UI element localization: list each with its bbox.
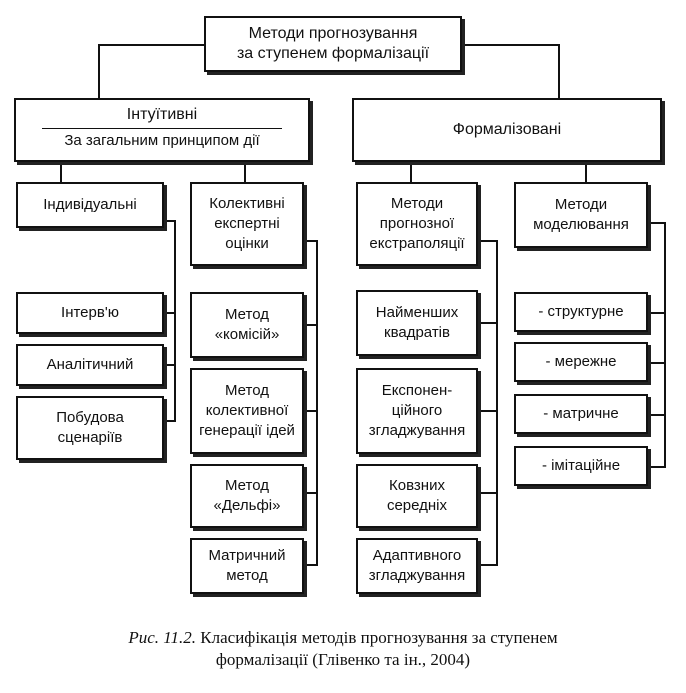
connector: [174, 220, 176, 420]
connector: [316, 240, 318, 564]
method-moving-averages: Ковзних середніх: [356, 464, 478, 528]
method-interview: Інтерв'ю: [16, 292, 164, 334]
connector: [304, 410, 318, 412]
connector: [496, 240, 498, 564]
individual-node: Індивідуальні: [16, 182, 164, 228]
connector: [164, 364, 176, 366]
method-least-squares: Найменших квадратів: [356, 290, 478, 356]
method-scenarios: Побудова сценаріїв: [16, 396, 164, 460]
model-structural: - структурне: [514, 292, 648, 332]
connector: [664, 222, 666, 468]
connector: [164, 220, 176, 222]
model-matrix: - матричне: [514, 394, 648, 434]
intuitive-title: Інтуїтивні: [126, 106, 198, 123]
method-adaptive-smoothing: Адаптивного згладжування: [356, 538, 478, 594]
intuitive-node: Інтуїтивні За загальним принципом дії: [14, 98, 310, 162]
method-delphi: Метод «Дельфі»: [190, 464, 304, 528]
connector: [304, 492, 318, 494]
connector: [558, 44, 560, 100]
method-exponential-smoothing: Експонен- ційного згладжування: [356, 368, 478, 454]
method-analytical: Аналітичний: [16, 344, 164, 386]
connector: [478, 410, 498, 412]
modeling-node: Методи моделювання: [514, 182, 648, 248]
connector: [164, 312, 176, 314]
connector: [304, 564, 318, 566]
connector: [98, 44, 100, 100]
divider: [42, 128, 282, 129]
root-node: Методи прогнозування за ступенем формалі…: [204, 16, 462, 72]
method-matrix: Матричний метод: [190, 538, 304, 594]
model-simulation: - імітаційне: [514, 446, 648, 486]
connector: [244, 162, 246, 182]
model-network: - мережне: [514, 342, 648, 382]
connector: [648, 362, 666, 364]
connector: [648, 414, 666, 416]
connector: [478, 564, 498, 566]
intuitive-subtitle: За загальним принципом дії: [64, 132, 260, 149]
connector: [478, 492, 498, 494]
connector: [164, 420, 176, 422]
connector: [585, 162, 587, 182]
figure-caption: Рис. 11.2. Класифікація методів прогнозу…: [0, 627, 686, 671]
figure-label: Рис. 11.2.: [128, 628, 197, 647]
connector: [478, 322, 498, 324]
connector: [60, 162, 62, 182]
connector: [304, 240, 318, 242]
collective-node: Колективні експертні оцінки: [190, 182, 304, 266]
connector: [478, 240, 498, 242]
method-commissions: Метод «комісій»: [190, 292, 304, 358]
extrapolation-node: Методи прогнозної екстраполяції: [356, 182, 478, 266]
method-idea-generation: Метод колективної генерації ідей: [190, 368, 304, 454]
connector: [304, 324, 318, 326]
connector: [410, 162, 412, 182]
caption-text: Класифікація методів прогнозування за ст…: [200, 628, 558, 669]
connector: [648, 466, 666, 468]
connector: [462, 44, 560, 46]
connector: [98, 44, 204, 46]
connector: [648, 312, 666, 314]
formalized-node: Формалізовані: [352, 98, 662, 162]
connector: [648, 222, 666, 224]
